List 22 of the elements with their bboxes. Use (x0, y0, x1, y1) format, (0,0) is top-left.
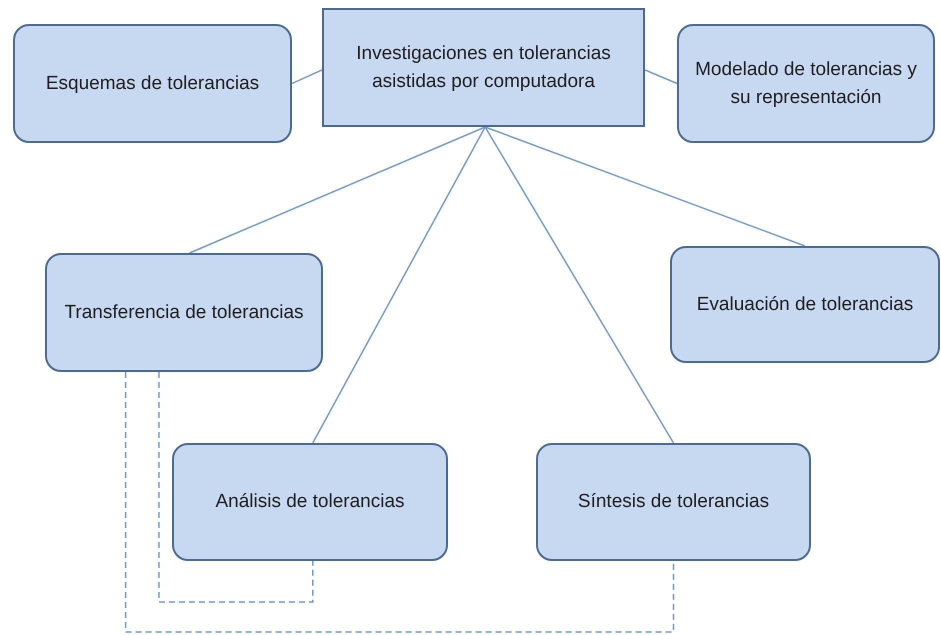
topic-box (322, 8, 645, 127)
box-label: Modelado de tolerancias y su representación (694, 58, 918, 110)
box-label: Investigaciones en tolerancias asistidas por computadora (355, 42, 612, 94)
connector-line (484, 126, 806, 247)
connector-line (484, 126, 674, 444)
connector-line (292, 69, 322, 84)
dashed-connector (124, 372, 674, 633)
topic-box (536, 443, 811, 561)
box-label: Esquemas de tolerancias (46, 72, 260, 96)
connector-line (644, 69, 678, 84)
box-label: Transferencia de tolerancias (64, 300, 304, 325)
topic-box (677, 24, 935, 143)
topic-box (670, 246, 940, 363)
box-label: Evaluación de tolerancias (696, 292, 914, 317)
topic-box (13, 24, 292, 143)
dashed-connector (158, 372, 314, 603)
connector-line (312, 126, 486, 444)
topic-box (172, 443, 448, 561)
box-label: Análisis de tolerancias (215, 490, 405, 514)
topic-box (45, 253, 323, 372)
connector-line (189, 126, 486, 254)
box-label: Síntesis de tolerancias (578, 490, 770, 514)
